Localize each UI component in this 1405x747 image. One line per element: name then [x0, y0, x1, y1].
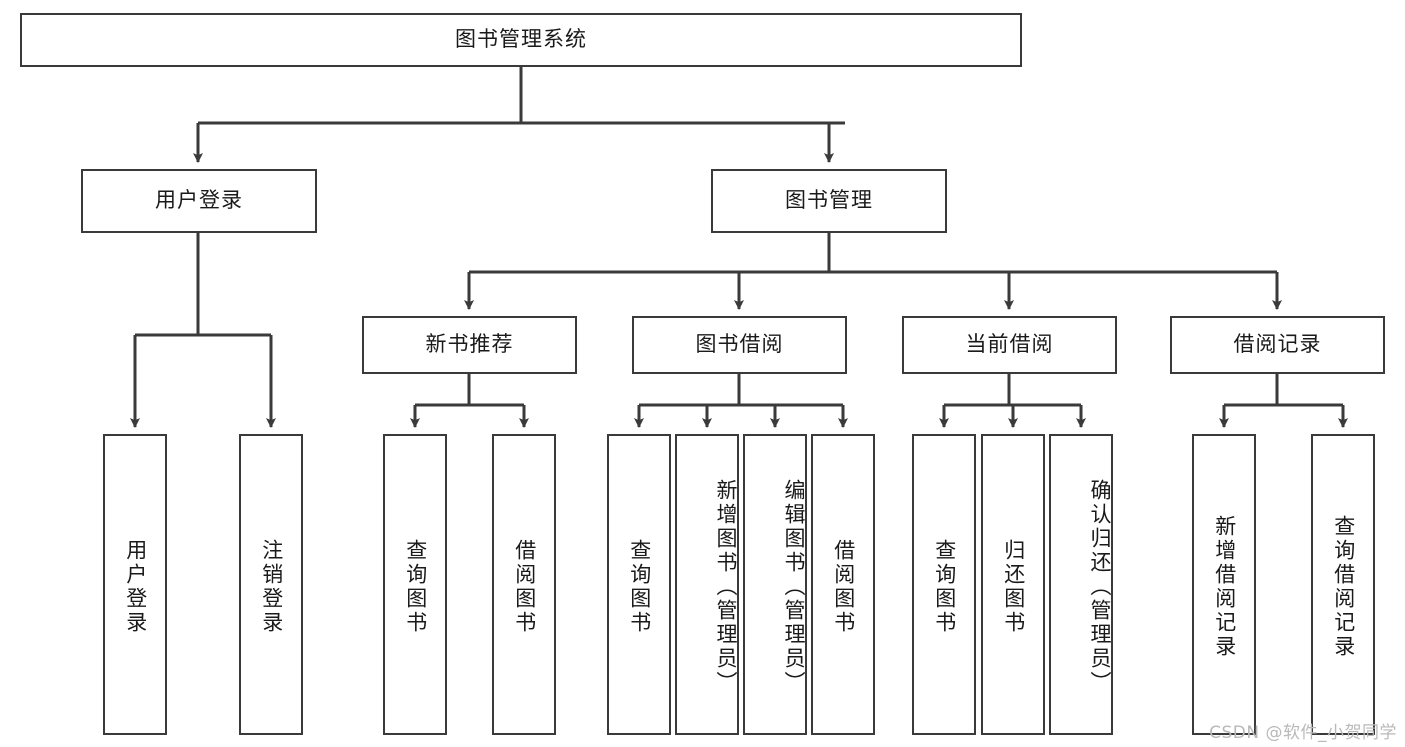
node-leaf-cur-return-label: 归还图书 [1001, 538, 1026, 635]
node-leaf-borrow-edit[interactable]: 编辑图书（管理员） [743, 434, 807, 735]
node-leaf-borrow-query-label: 查询图书 [627, 538, 652, 635]
node-book-borrow-label: 图书借阅 [695, 332, 784, 357]
node-leaf-cur-query[interactable]: 查询图书 [912, 434, 976, 735]
node-leaf-rec-query-label: 查询图书 [403, 538, 428, 635]
node-book-manage-label: 图书管理 [785, 188, 873, 213]
node-leaf-borrow-edit-label: 编辑图书（管理员） [782, 478, 806, 695]
node-leaf-borrow-add-label: 新增图书（管理员） [714, 478, 738, 695]
node-user-login-label: 用户登录 [155, 188, 243, 213]
node-leaf-rec-search-label: 查询借阅记录 [1331, 514, 1356, 659]
watermark: CSDN @软件_小贺同学 [1209, 723, 1397, 743]
node-user-login[interactable]: 用户登录 [81, 169, 317, 233]
node-root-label: 图书管理系统 [455, 27, 587, 52]
node-leaf-borrow-add[interactable]: 新增图书（管理员） [675, 434, 739, 735]
node-leaf-cur-return[interactable]: 归还图书 [981, 434, 1045, 735]
node-book-manage[interactable]: 图书管理 [711, 169, 947, 233]
node-root[interactable]: 图书管理系统 [20, 13, 1022, 67]
node-leaf-rec-add[interactable]: 新增借阅记录 [1192, 434, 1256, 735]
node-leaf-rec-query[interactable]: 查询图书 [383, 434, 447, 735]
node-leaf-logout[interactable]: 注销登录 [239, 434, 303, 735]
node-leaf-logout-label: 注销登录 [259, 538, 284, 635]
node-leaf-user-login-label: 用户登录 [123, 538, 148, 635]
node-leaf-rec-add-label: 新增借阅记录 [1212, 514, 1237, 659]
node-new-book-rec-label: 新书推荐 [425, 332, 514, 357]
node-leaf-rec-borrow-label: 借阅图书 [512, 538, 537, 635]
node-borrow-record[interactable]: 借阅记录 [1170, 316, 1385, 374]
node-leaf-rec-borrow[interactable]: 借阅图书 [492, 434, 556, 735]
node-leaf-borrow-query[interactable]: 查询图书 [607, 434, 671, 735]
node-leaf-cur-confirm[interactable]: 确认归还（管理员） [1049, 434, 1113, 735]
node-book-borrow[interactable]: 图书借阅 [632, 316, 847, 374]
node-leaf-borrow-lend[interactable]: 借阅图书 [811, 434, 875, 735]
node-leaf-user-login[interactable]: 用户登录 [103, 434, 167, 735]
node-leaf-cur-query-label: 查询图书 [932, 538, 957, 635]
node-current-borrow[interactable]: 当前借阅 [902, 316, 1117, 374]
node-leaf-borrow-lend-label: 借阅图书 [831, 538, 856, 635]
node-leaf-cur-confirm-label: 确认归还（管理员） [1088, 478, 1112, 695]
node-current-borrow-label: 当前借阅 [965, 332, 1054, 357]
node-leaf-rec-search[interactable]: 查询借阅记录 [1311, 434, 1375, 735]
node-new-book-rec[interactable]: 新书推荐 [362, 316, 577, 374]
node-borrow-record-label: 借阅记录 [1233, 332, 1322, 357]
